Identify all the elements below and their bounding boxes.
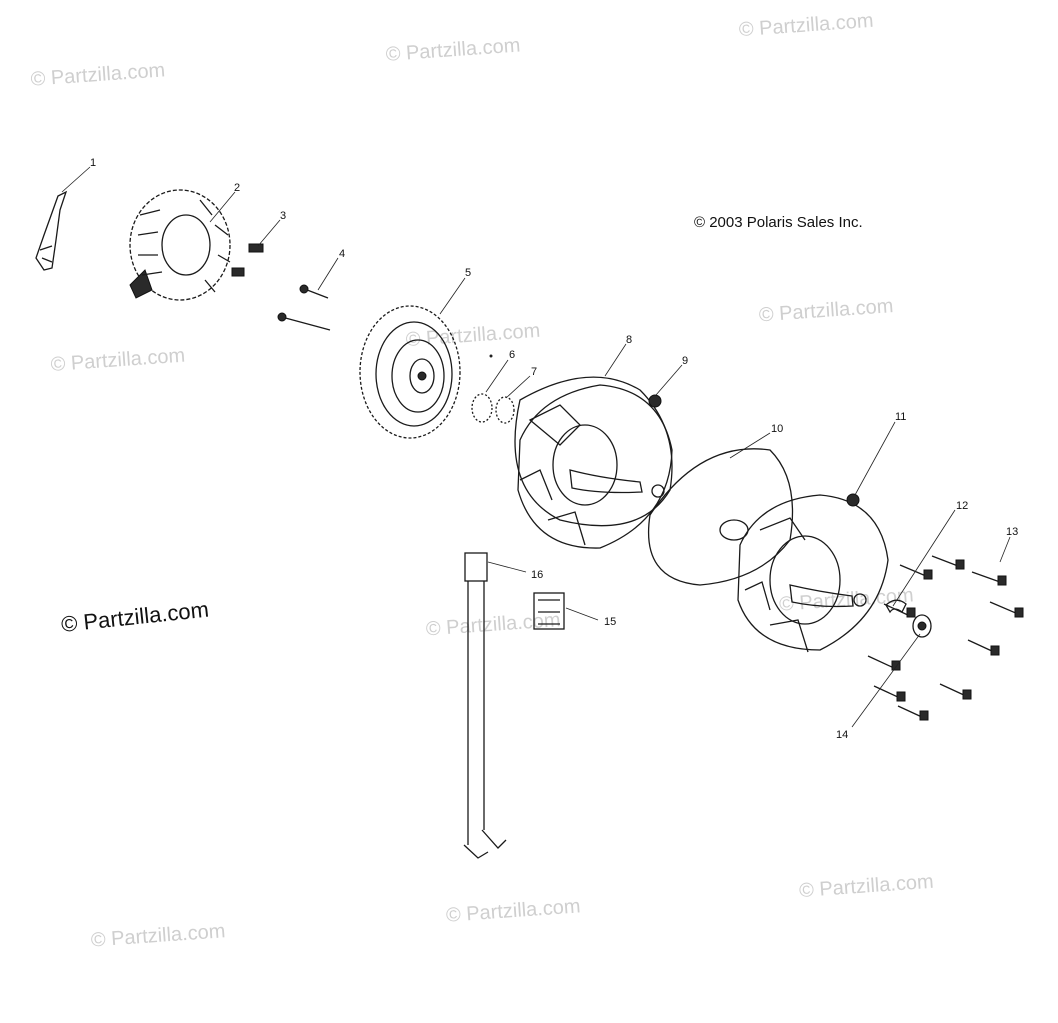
callout-11: 11 [895, 411, 906, 423]
watermark-text: © Partzilla.com [385, 35, 521, 66]
callout-7: 7 [531, 366, 537, 378]
callout-16: 16 [531, 569, 543, 581]
callout-1: 1 [90, 157, 96, 169]
part-13-bolts [867, 555, 1024, 721]
watermark-text: © Partzilla.com [425, 609, 561, 640]
watermark-text: © Partzilla.com [798, 871, 934, 902]
part-6-gear [471, 354, 493, 423]
callout-15: 15 [604, 616, 616, 628]
part-11-outer-cover [737, 493, 889, 653]
callout-10: 10 [771, 423, 783, 435]
part-2-stator [129, 189, 231, 301]
callout-3: 3 [280, 210, 286, 222]
part-16-wire-harness [463, 552, 507, 859]
callout-labels: 1 2 3 4 5 6 7 8 9 10 11 12 13 14 15 16 [90, 157, 1018, 741]
part-15-regulator [533, 592, 565, 630]
part-14-bushing [912, 614, 932, 638]
watermark-text: © Partzilla.com [758, 295, 894, 326]
watermark-layer: © Partzilla.com © Partzilla.com © Partzi… [30, 10, 934, 952]
part-3-fitting [231, 243, 264, 277]
watermark-text: © Partzilla.com [30, 59, 166, 90]
callout-6: 6 [509, 349, 515, 361]
leader-lines [61, 166, 1011, 728]
part-4-screws [277, 284, 331, 331]
callout-2: 2 [234, 182, 240, 194]
part-5-flywheel [359, 305, 461, 439]
site-label: © Partzilla.com [60, 597, 210, 637]
callout-14: 14 [836, 729, 848, 741]
callout-12: 12 [956, 500, 968, 512]
callout-9: 9 [682, 355, 688, 367]
watermark-text: © Partzilla.com [445, 895, 581, 926]
part-9-inner-cover [517, 384, 673, 549]
part-7-gear [495, 396, 515, 424]
watermark-text: © Partzilla.com [50, 345, 186, 376]
part-1-bracket [35, 190, 68, 271]
copyright-label: © 2003 Polaris Sales Inc. [694, 214, 863, 231]
watermark-text: © Partzilla.com [90, 920, 226, 951]
watermark-text: © Partzilla.com [738, 10, 874, 41]
callout-8: 8 [626, 334, 632, 346]
callout-13: 13 [1006, 526, 1018, 538]
callout-4: 4 [339, 248, 345, 260]
callout-5: 5 [465, 267, 471, 279]
